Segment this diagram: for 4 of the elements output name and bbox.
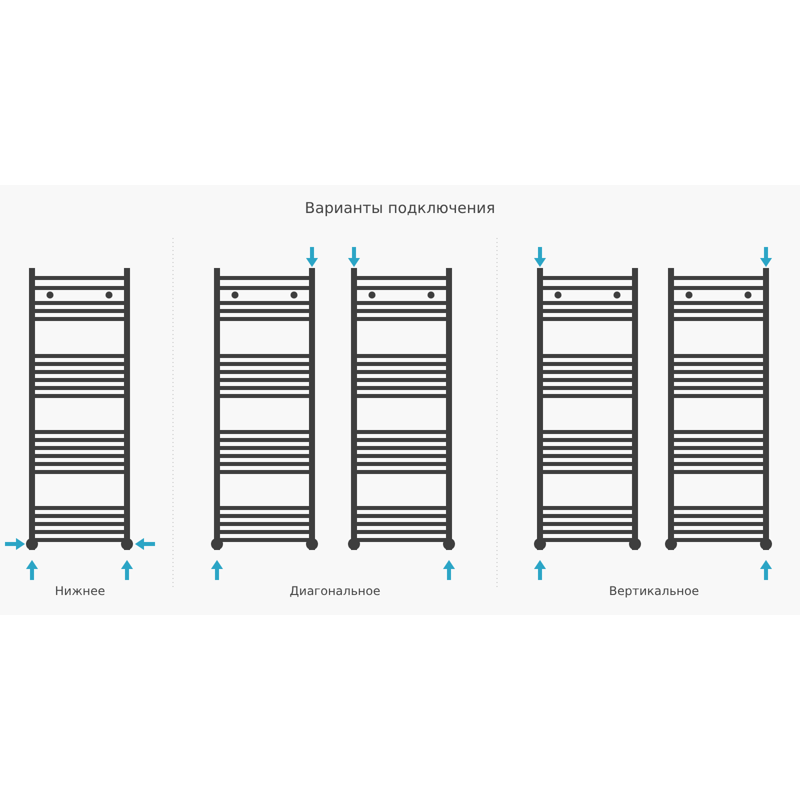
variant-label: Вертикальное <box>609 584 699 598</box>
diagram-title: Варианты подключения <box>304 199 496 217</box>
variant-label: Нижнее <box>54 584 106 598</box>
variant-label: Диагональное <box>290 584 380 598</box>
